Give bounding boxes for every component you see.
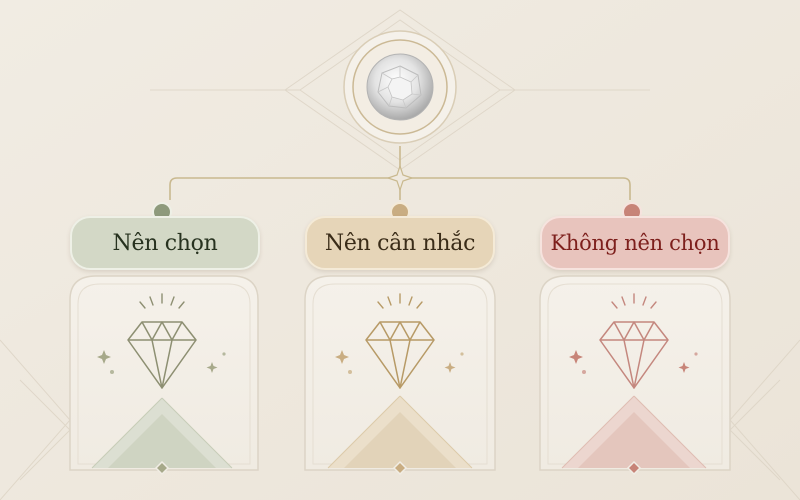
card-diamond-marker [626,460,642,476]
sparkle-dot [582,370,586,374]
card-3 [539,275,731,476]
sparkle-star-icon [678,362,690,373]
category-label-nen-can-nhac: Nên cân nhắc [305,216,495,270]
sparkle-star-icon [97,350,111,364]
card-diamond-marker [392,460,408,476]
sparkle-dot [110,370,114,374]
diamond-outline-icon [127,321,197,389]
sparkle-dot [348,370,352,374]
diamond-outline-icon [599,321,669,389]
sparkle-dot [694,352,698,356]
center-medallion [343,30,457,144]
sparkle-lines-icon [377,293,423,309]
round-diamond-icon [366,53,434,121]
category-label-khong-nen-chon: Không nên chọn [540,216,730,270]
diamond-outline-icon [365,321,435,389]
sparkle-star-icon [444,362,456,373]
sparkle-star-icon [206,362,218,373]
sparkle-star-icon [335,350,349,364]
sparkle-dot [222,352,226,356]
category-label-nen-chon: Nên chọn [70,216,260,270]
card-2 [304,275,496,476]
junction-star-icon [386,164,414,192]
sparkle-dot [460,352,464,356]
sparkle-lines-icon [139,293,185,309]
card-diamond-marker [154,460,170,476]
sparkle-star-icon [569,350,583,364]
sparkle-lines-icon [611,293,657,309]
card-1 [69,275,259,476]
